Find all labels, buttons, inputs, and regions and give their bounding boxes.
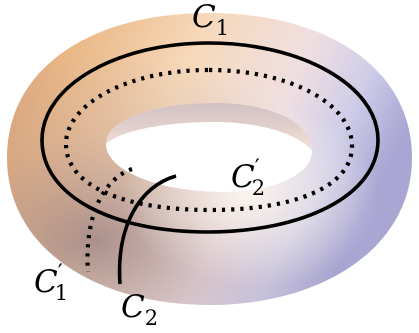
label-c1-prime-subscript: 1 <box>55 281 68 305</box>
label-c2-prime-mark: ′ <box>255 156 260 181</box>
label-c2-letter: C <box>121 289 145 325</box>
curve-c2 <box>117 174 177 285</box>
label-c1-prime-letter: C <box>34 264 58 300</box>
label-c1: C1 <box>192 0 229 40</box>
label-c2-prime: C′2 <box>231 156 265 200</box>
curve-c1-prime <box>85 167 133 273</box>
label-c1-prime: C′1 <box>34 261 68 305</box>
label-c1-prime-mark: ′ <box>58 261 63 286</box>
label-c1-letter: C <box>192 0 216 35</box>
curve-c1 <box>40 41 380 234</box>
label-c1-subscript: 1 <box>216 16 229 40</box>
torus-hole-wall <box>106 103 312 151</box>
label-c2-prime-subscript: 2 <box>252 176 265 200</box>
label-c2-subscript: 2 <box>145 306 158 330</box>
torus-highlight <box>7 13 412 305</box>
label-c2-prime-letter: C <box>231 159 255 195</box>
label-c2: C2 <box>121 289 158 330</box>
